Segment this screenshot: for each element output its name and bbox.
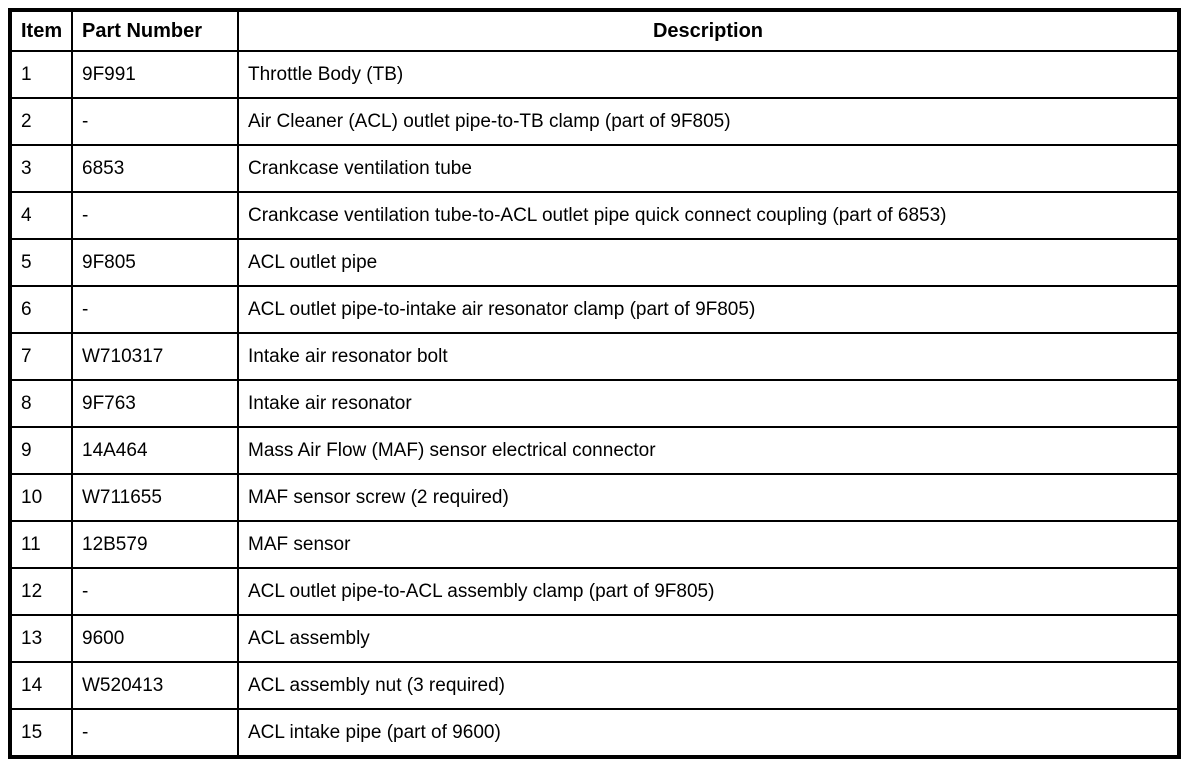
item-cell: 14 [9, 661, 73, 710]
item-cell: 4 [9, 191, 73, 240]
description-cell: ACL outlet pipe-to-intake air resonator … [237, 285, 1180, 334]
item-cell: 5 [9, 238, 73, 287]
description-cell: Crankcase ventilation tube-to-ACL outlet… [237, 191, 1180, 240]
description-cell: Mass Air Flow (MAF) sensor electrical co… [237, 426, 1180, 475]
description-cell: Air Cleaner (ACL) outlet pipe-to-TB clam… [237, 97, 1180, 146]
item-cell: 10 [9, 473, 73, 522]
table-header-row: Item Part Number Description [9, 9, 1180, 52]
table-row: 15-ACL intake pipe (part of 9600) [9, 708, 1180, 758]
part-number-cell: 14A464 [71, 426, 239, 475]
part-number-cell: - [71, 191, 239, 240]
item-cell: 8 [9, 379, 73, 428]
column-header-part-number: Part Number [71, 9, 239, 52]
part-number-cell: 9600 [71, 614, 239, 663]
description-cell: ACL intake pipe (part of 9600) [237, 708, 1180, 758]
item-cell: 6 [9, 285, 73, 334]
table-row: 4-Crankcase ventilation tube-to-ACL outl… [9, 191, 1180, 240]
description-cell: Intake air resonator [237, 379, 1180, 428]
item-cell: 3 [9, 144, 73, 193]
item-cell: 9 [9, 426, 73, 475]
table-row: 12-ACL outlet pipe-to-ACL assembly clamp… [9, 567, 1180, 616]
item-cell: 11 [9, 520, 73, 569]
item-cell: 12 [9, 567, 73, 616]
description-cell: ACL outlet pipe [237, 238, 1180, 287]
part-number-cell: - [71, 567, 239, 616]
part-number-cell: 12B579 [71, 520, 239, 569]
item-cell: 2 [9, 97, 73, 146]
item-cell: 15 [9, 708, 73, 758]
description-cell: ACL assembly [237, 614, 1180, 663]
item-cell: 1 [9, 50, 73, 99]
part-number-cell: 9F991 [71, 50, 239, 99]
description-cell: Intake air resonator bolt [237, 332, 1180, 381]
description-cell: MAF sensor [237, 520, 1180, 569]
part-number-cell: 9F763 [71, 379, 239, 428]
description-cell: Crankcase ventilation tube [237, 144, 1180, 193]
part-number-cell: W520413 [71, 661, 239, 710]
part-number-cell: 6853 [71, 144, 239, 193]
part-number-cell: - [71, 285, 239, 334]
column-header-item: Item [9, 9, 73, 52]
item-cell: 13 [9, 614, 73, 663]
description-cell: MAF sensor screw (2 required) [237, 473, 1180, 522]
description-cell: Throttle Body (TB) [237, 50, 1180, 99]
part-number-cell: - [71, 97, 239, 146]
item-cell: 7 [9, 332, 73, 381]
description-cell: ACL outlet pipe-to-ACL assembly clamp (p… [237, 567, 1180, 616]
description-cell: ACL assembly nut (3 required) [237, 661, 1180, 710]
column-header-description: Description [237, 9, 1180, 52]
part-number-cell: W711655 [71, 473, 239, 522]
table-row: 2-Air Cleaner (ACL) outlet pipe-to-TB cl… [9, 97, 1180, 146]
part-number-cell: 9F805 [71, 238, 239, 287]
part-number-cell: W710317 [71, 332, 239, 381]
table-row: 6-ACL outlet pipe-to-intake air resonato… [9, 285, 1180, 334]
part-number-cell: - [71, 708, 239, 758]
